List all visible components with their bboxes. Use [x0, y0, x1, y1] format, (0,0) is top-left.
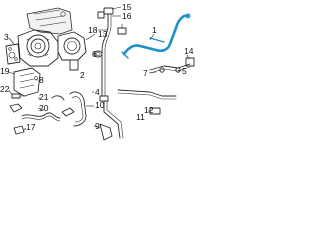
callout-1: 1: [152, 25, 157, 35]
oil-return-line: [51, 91, 87, 127]
highlighted-water-pipe: [121, 13, 191, 59]
callout-16: 16: [122, 11, 132, 21]
callout-7: 7: [143, 68, 148, 78]
oil-feed-line: [21, 112, 61, 122]
mounting-bracket: [13, 67, 41, 97]
turbocharger: [17, 29, 59, 67]
callout-12: 12: [144, 105, 154, 115]
callout-8: 8: [39, 75, 44, 85]
clip-hardware: [97, 11, 127, 35]
heat-shield: [26, 7, 73, 35]
callout-labels: 15 16 18 6 13 1 7 5 14 3 19 22 8 21 20 1…: [0, 2, 194, 132]
compressor-housing: [57, 31, 87, 71]
callout-6: 6: [92, 49, 97, 59]
callout-9: 9: [95, 121, 100, 131]
callout-21: 21: [39, 92, 49, 102]
leader-lines: [8, 6, 190, 131]
callout-10: 10: [95, 100, 105, 110]
parts-diagram: 15 16 18 6 13 1 7 5 14 3 19 22 8 21 20 1…: [0, 2, 195, 141]
return-line-assembly: [149, 57, 195, 74]
callout-13: 13: [98, 29, 108, 39]
callout-11: 11: [136, 112, 145, 122]
callout-20: 20: [39, 103, 49, 113]
drain-line: [99, 89, 177, 141]
callout-18: 18: [88, 25, 98, 35]
callout-17: 17: [26, 122, 36, 132]
gasket: [5, 43, 21, 65]
callout-15: 15: [122, 2, 132, 12]
callout-14: 14: [184, 46, 194, 56]
bolt-set: [9, 93, 27, 135]
callout-4: 4: [95, 87, 100, 97]
callout-5: 5: [182, 66, 187, 76]
coolant-pipe: [99, 7, 124, 139]
callout-19: 19: [0, 66, 10, 76]
callout-3: 3: [4, 32, 9, 42]
callout-22: 22: [0, 84, 10, 94]
callout-2: 2: [80, 70, 85, 80]
